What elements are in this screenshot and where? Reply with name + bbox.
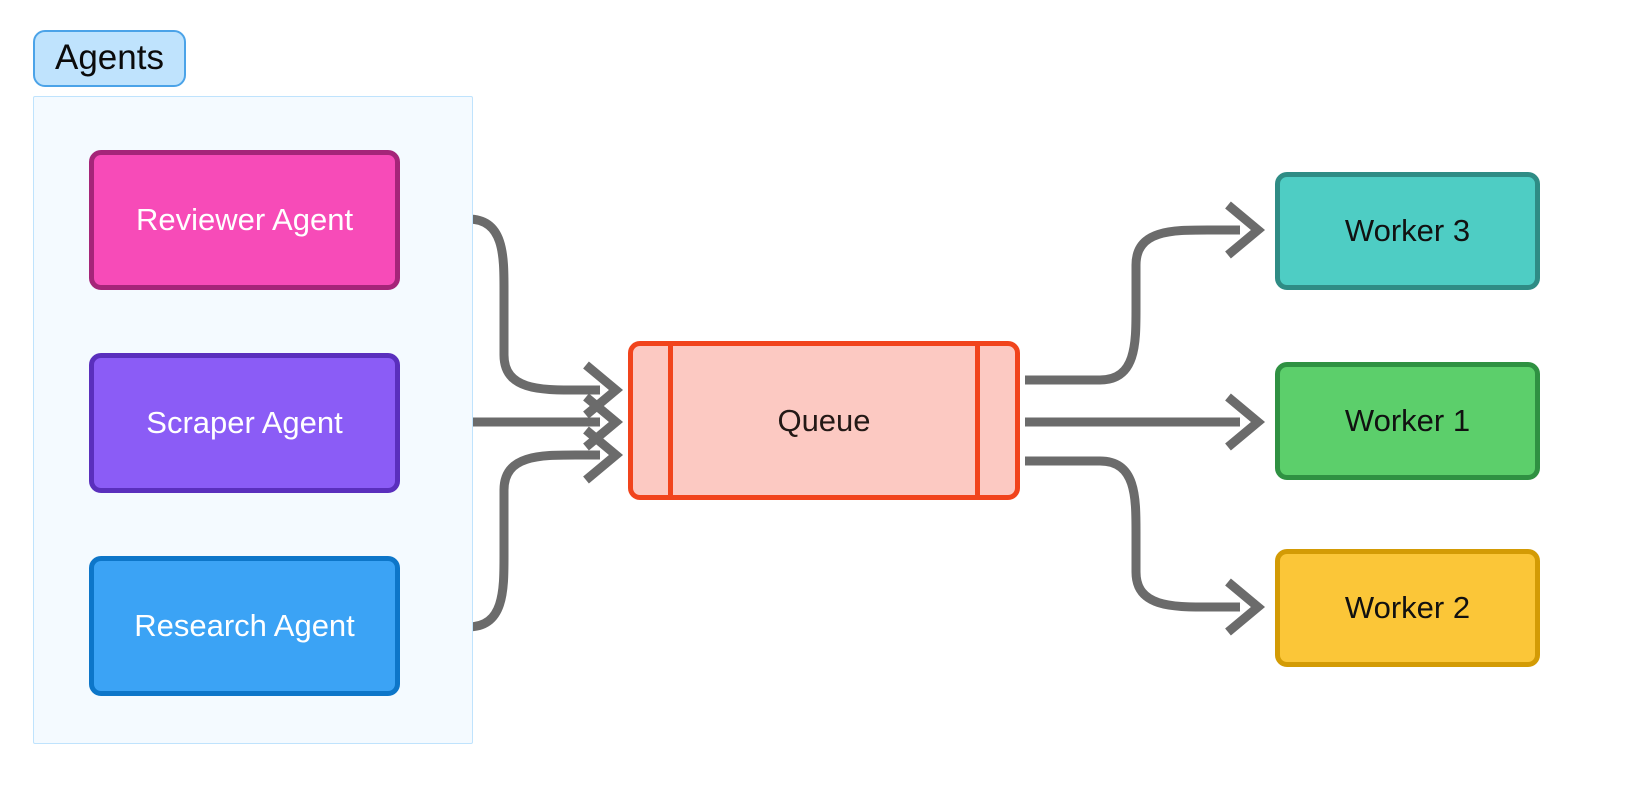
node-queue-label: Queue [777, 402, 871, 438]
arrowhead-queue-in-top [583, 361, 624, 419]
node-worker-2-label: Worker 2 [1344, 589, 1471, 625]
arrowhead-worker3-in [1225, 201, 1266, 259]
node-research-agent[interactable]: Research Agent [89, 556, 400, 696]
node-scraper-agent[interactable]: Scraper Agent [89, 353, 400, 493]
node-queue[interactable]: Queue [628, 341, 1020, 500]
node-worker-1-label: Worker 1 [1344, 402, 1471, 438]
node-scraper-agent-label: Scraper Agent [146, 404, 343, 440]
node-worker-2[interactable]: Worker 2 [1275, 549, 1540, 667]
edge-queue-to-worker2 [1025, 456, 1240, 612]
queue-right-divider [975, 341, 980, 500]
node-worker-3-label: Worker 3 [1344, 212, 1471, 248]
subgraph-agents-label: Agents [33, 30, 186, 87]
node-worker-1[interactable]: Worker 1 [1275, 362, 1540, 480]
queue-left-divider [668, 341, 673, 500]
arrowhead-worker2-in [1225, 578, 1266, 636]
node-worker-3[interactable]: Worker 3 [1275, 172, 1540, 290]
arrowhead-queue-in-mid [583, 393, 624, 451]
node-reviewer-agent-label: Reviewer Agent [135, 201, 354, 237]
edge-queue-to-worker3 [1025, 225, 1240, 385]
arrowhead-queue-in-bottom [583, 426, 624, 484]
node-research-agent-label: Research Agent [134, 607, 355, 643]
node-reviewer-agent[interactable]: Reviewer Agent [89, 150, 400, 290]
arrowhead-worker1-in [1225, 393, 1266, 451]
